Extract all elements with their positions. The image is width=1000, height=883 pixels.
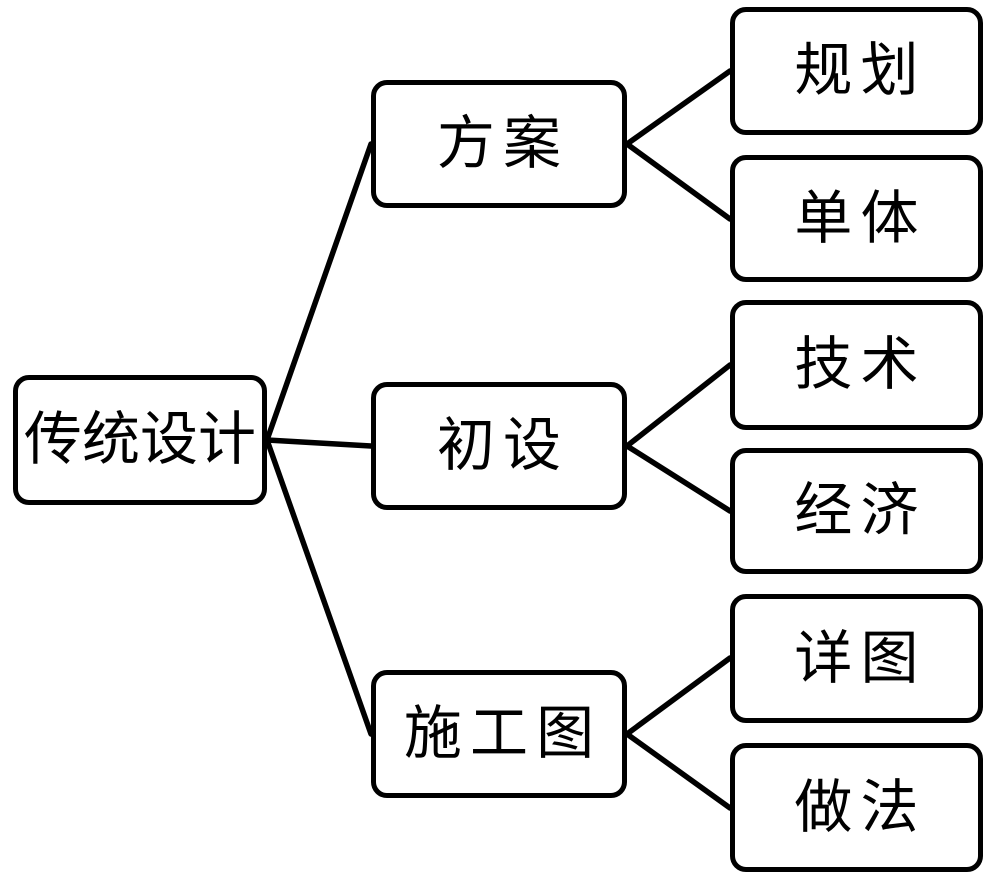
edge-fangan-guihua (624, 68, 733, 147)
edge-chushe-jishu (624, 362, 733, 449)
node-chushe: 初设 (371, 382, 627, 510)
edge-shigongtu-zuofa (624, 731, 733, 811)
node-root-label: 传统设计 (23, 407, 256, 472)
edge-shigongtu-xiangtu (624, 655, 733, 737)
edge-root-shigongtu (264, 437, 374, 737)
node-shigongtu-label: 施工图 (403, 701, 603, 766)
edge-root-chushe (264, 437, 374, 449)
node-danti: 单体 (730, 155, 983, 282)
node-zuofa-label: 做法 (794, 774, 927, 840)
edge-root-fangan (264, 141, 374, 443)
node-shigongtu: 施工图 (371, 670, 627, 798)
node-guihua-label: 规划 (794, 38, 927, 103)
node-fangan-label: 方案 (436, 111, 570, 176)
node-jingji-label: 经济 (794, 478, 927, 543)
node-jishu: 技术 (730, 300, 983, 430)
node-zuofa: 做法 (730, 743, 983, 872)
node-xiangtu: 详图 (730, 594, 983, 723)
node-guihua: 规划 (730, 7, 983, 135)
edge-chushe-jingji (624, 443, 733, 514)
node-xiangtu-label: 详图 (794, 625, 927, 691)
node-root: 传统设计 (13, 375, 267, 505)
node-chushe-label: 初设 (436, 413, 570, 478)
edge-fangan-danti (624, 141, 733, 222)
node-danti-label: 单体 (794, 185, 927, 251)
node-jingji: 经济 (730, 448, 983, 574)
node-fangan: 方案 (371, 80, 627, 208)
node-jishu-label: 技术 (794, 332, 927, 397)
